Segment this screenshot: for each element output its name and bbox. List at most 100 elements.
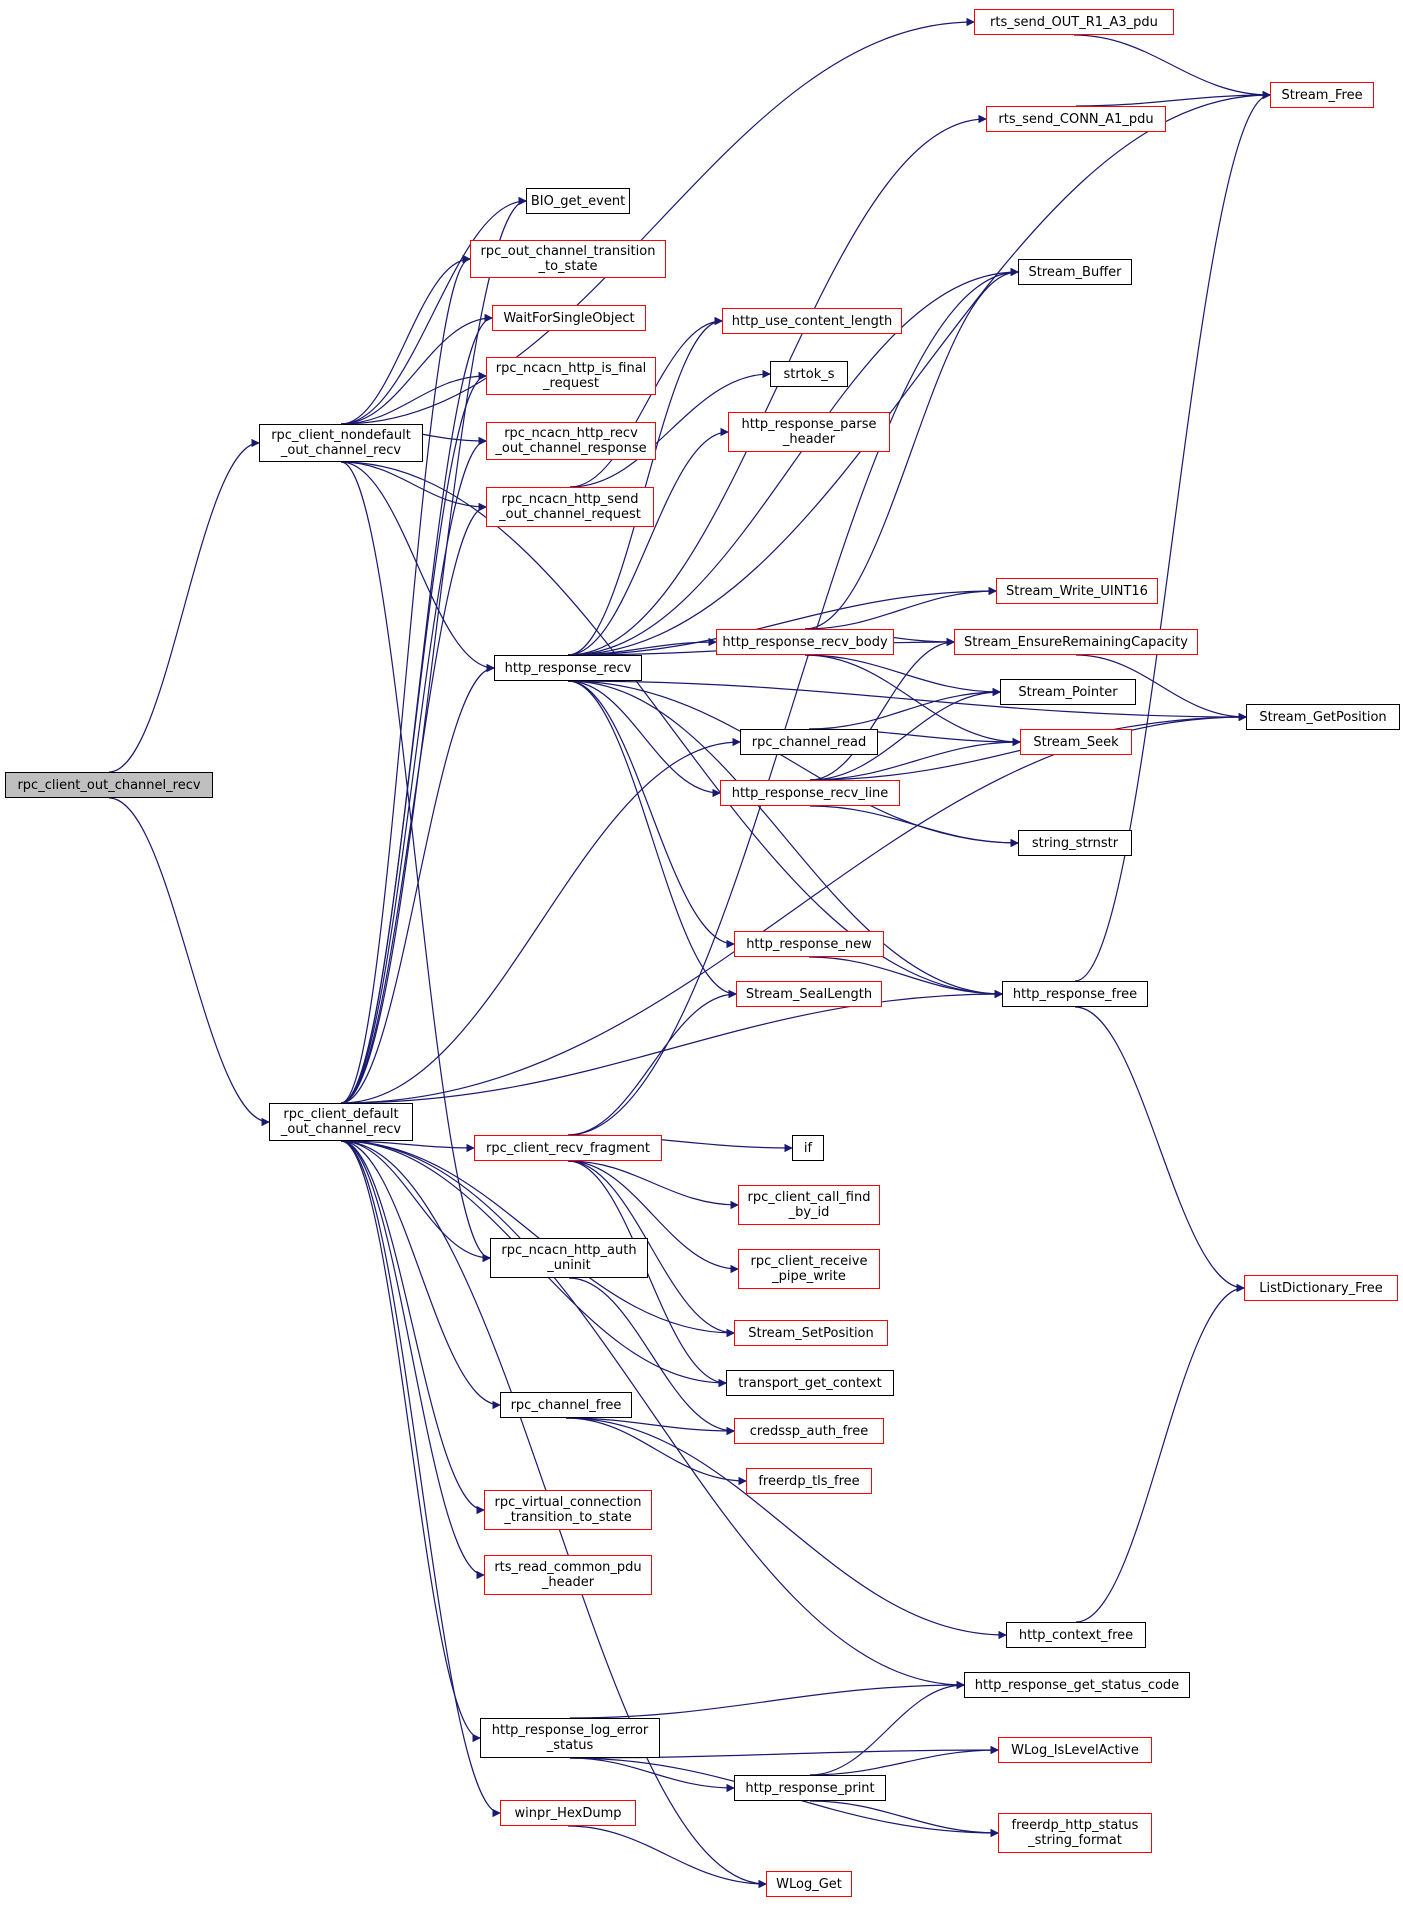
edge-http-recv-to-recv-line — [567, 680, 721, 798]
edge-recv-fragment-to-call-find — [567, 1160, 739, 1210]
node-ctx-free[interactable]: http_context_free — [1006, 1622, 1146, 1648]
node-recv-fragment[interactable]: rpc_client_recv_fragment — [474, 1135, 662, 1161]
edge-resp-free-to-stream-free — [1074, 90, 1271, 982]
node-call-find[interactable]: rpc_client_call_find _by_id — [738, 1185, 880, 1225]
node-is-final[interactable]: rpc_ncacn_http_is_final _request — [486, 357, 656, 395]
edge-default-to-send-out-req — [340, 502, 487, 1104]
node-root[interactable]: rpc_client_out_channel_recv — [5, 772, 213, 798]
node-recv-body[interactable]: http_response_recv_body — [716, 629, 894, 655]
edge-default-to-set-position — [340, 1140, 735, 1338]
edge-default-to-virt-conn — [340, 1140, 485, 1515]
edge-chan-read-to-stream-pointer — [808, 687, 1001, 730]
node-wlog-get[interactable]: WLog_Get — [766, 1871, 852, 1897]
node-stream-seek[interactable]: Stream_Seek — [1020, 729, 1132, 755]
edge-recv-fragment-to-seal-length — [567, 989, 737, 1136]
edge-root-to-nondefault — [108, 438, 260, 773]
node-parse-header[interactable]: http_response_parse _header — [728, 412, 890, 452]
edge-send-out-req-to-http-use-cl — [569, 316, 723, 488]
edge-default-to-bio-get-event — [340, 196, 527, 1104]
edge-recv-body-to-stream-seek — [804, 654, 1021, 747]
node-resp-print[interactable]: http_response_print — [734, 1775, 886, 1801]
node-pipe-write[interactable]: rpc_client_receive _pipe_write — [738, 1249, 880, 1289]
node-seal-length[interactable]: Stream_SealLength — [736, 981, 882, 1007]
edge-resp-new-to-resp-free — [808, 956, 1003, 999]
edge-recv-body-to-write-uint16 — [804, 586, 997, 630]
edge-resp-print-to-status-fmt — [809, 1800, 999, 1838]
node-level-active[interactable]: WLog_IsLevelActive — [998, 1737, 1152, 1763]
node-write-uint16[interactable]: Stream_Write_UINT16 — [996, 578, 1158, 604]
node-send-out-req[interactable]: rpc_ncacn_http_send _out_channel_request — [486, 487, 654, 527]
edge-recv-body-to-stream-pointer — [804, 654, 1001, 697]
node-rts-out-r1[interactable]: rts_send_OUT_R1_A3_pdu — [974, 9, 1174, 35]
edge-recv-body-to-stream-buffer — [804, 267, 1019, 630]
node-status-code[interactable]: http_response_get_status_code — [964, 1672, 1190, 1698]
edge-auth-uninit-to-credssp-free — [568, 1277, 735, 1436]
node-log-err[interactable]: http_response_log_error _status — [480, 1718, 660, 1758]
node-nondefault[interactable]: rpc_client_nondefault _out_channel_recv — [259, 424, 423, 462]
node-wait-single[interactable]: WaitForSingleObject — [492, 305, 646, 331]
edge-http-recv-to-stream-free — [567, 90, 1271, 656]
node-ensure-cap[interactable]: Stream_EnsureRemainingCapacity — [954, 629, 1198, 655]
node-set-position[interactable]: Stream_SetPosition — [734, 1320, 888, 1346]
node-if-node[interactable]: if — [792, 1135, 824, 1161]
edge-default-to-chan-read — [340, 737, 741, 1104]
edge-default-to-rpc-out-trans — [340, 254, 471, 1104]
edge-default-to-http-recv — [340, 663, 495, 1104]
edge-nondefault-to-resp-free — [340, 461, 1003, 999]
edge-chan-free-to-tls-free — [565, 1417, 747, 1486]
node-status-fmt[interactable]: freerdp_http_status _string_format — [998, 1813, 1152, 1853]
node-auth-uninit[interactable]: rpc_ncacn_http_auth _uninit — [490, 1238, 648, 1278]
node-recv-line[interactable]: http_response_recv_line — [720, 780, 900, 806]
edge-resp-print-to-level-active — [809, 1745, 999, 1776]
node-bio-get-event[interactable]: BIO_get_event — [526, 188, 630, 214]
edge-http-recv-to-resp-new — [567, 680, 735, 949]
node-stream-free[interactable]: Stream_Free — [1270, 82, 1374, 108]
edge-nondefault-to-rpc-out-trans — [340, 254, 471, 425]
node-chan-free[interactable]: rpc_channel_free — [500, 1392, 632, 1418]
node-strnstr[interactable]: string_strnstr — [1018, 830, 1132, 856]
edge-nondefault-to-bio-get-event — [340, 196, 527, 425]
node-rts-read-hdr[interactable]: rts_read_common_pdu _header — [484, 1555, 652, 1595]
edge-http-recv-to-rts-conn-a1 — [567, 114, 987, 656]
edge-root-to-default — [108, 797, 270, 1127]
node-default[interactable]: rpc_client_default _out_channel_recv — [269, 1103, 413, 1141]
node-rpc-out-trans[interactable]: rpc_out_channel_transition _to_state — [470, 240, 666, 278]
edge-recv-line-to-stream-seek — [809, 737, 1021, 781]
edge-log-err-to-status-code — [569, 1680, 965, 1719]
edge-nondefault-to-send-out-req — [340, 461, 487, 512]
node-credssp-free[interactable]: credssp_auth_free — [734, 1418, 884, 1444]
edge-rts-conn-a1-to-stream-free — [1075, 90, 1271, 107]
node-list-free[interactable]: ListDictionary_Free — [1244, 1275, 1398, 1301]
edge-http-recv-to-parse-header — [567, 427, 729, 656]
edge-chan-free-to-credssp-free — [565, 1417, 735, 1436]
node-get-position[interactable]: Stream_GetPosition — [1246, 704, 1400, 730]
node-stream-buffer[interactable]: Stream_Buffer — [1018, 259, 1132, 285]
node-strtok[interactable]: strtok_s — [770, 361, 848, 387]
edge-hexdump-to-wlog-get — [567, 1825, 767, 1889]
node-tls-free[interactable]: freerdp_tls_free — [746, 1468, 872, 1494]
edge-default-to-log-err — [340, 1140, 481, 1743]
node-resp-new[interactable]: http_response_new — [734, 931, 884, 957]
edge-nondefault-to-is-final — [340, 371, 487, 425]
node-hexdump[interactable]: winpr_HexDump — [500, 1800, 636, 1826]
edge-recv-fragment-to-set-position — [567, 1160, 735, 1338]
node-transport-ctx[interactable]: transport_get_context — [726, 1370, 894, 1396]
edge-ctx-free-to-list-free — [1075, 1283, 1245, 1623]
node-rts-conn-a1[interactable]: rts_send_CONN_A1_pdu — [986, 106, 1166, 132]
node-http-recv[interactable]: http_response_recv — [494, 655, 642, 681]
node-http-use-cl[interactable]: http_use_content_length — [722, 308, 902, 334]
edge-default-to-rts-read-hdr — [340, 1140, 485, 1580]
edge-recv-line-to-ensure-cap — [809, 637, 955, 781]
node-recv-out-resp[interactable]: rpc_ncacn_http_recv _out_channel_respons… — [486, 422, 656, 460]
node-virt-conn[interactable]: rpc_virtual_connection _transition_to_st… — [484, 1490, 652, 1530]
edge-default-to-recv-out-resp — [340, 436, 487, 1104]
edge-ensure-cap-to-get-position — [1075, 654, 1247, 722]
node-chan-read[interactable]: rpc_channel_read — [740, 729, 878, 755]
edge-default-to-chan-free — [340, 1140, 501, 1410]
edge-http-recv-to-seal-length — [567, 680, 737, 999]
node-resp-free[interactable]: http_response_free — [1002, 981, 1148, 1007]
edge-nondefault-to-auth-uninit — [340, 461, 491, 1263]
node-stream-pointer[interactable]: Stream_Pointer — [1000, 679, 1136, 705]
